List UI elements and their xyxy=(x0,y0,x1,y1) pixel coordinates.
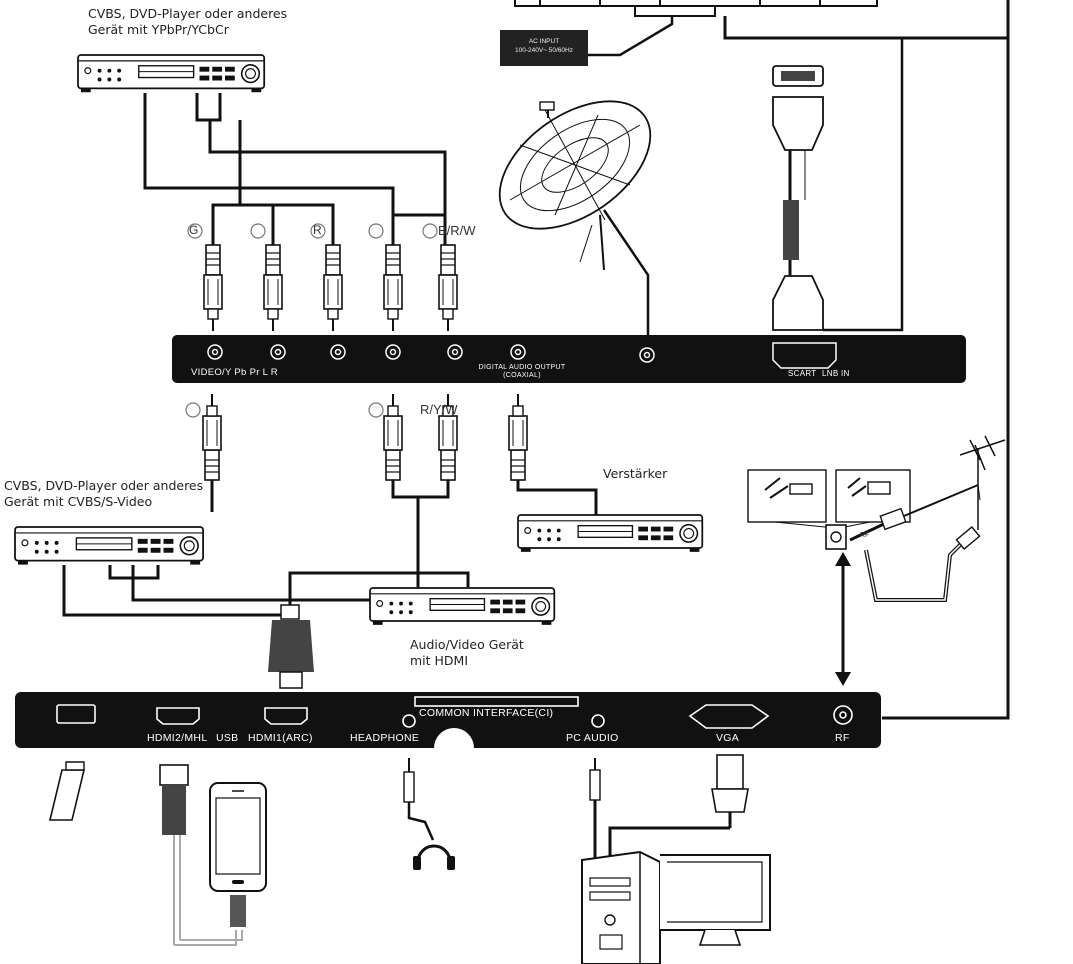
rca-plug-coaxial-icon xyxy=(508,393,528,481)
top-ports-label: VIDEO/Y Pb Pr L R xyxy=(191,367,278,378)
mark-g: G xyxy=(189,223,199,237)
digital-audio-label: DIGITAL AUDIO OUTPUT (COAXIAL) xyxy=(478,364,566,379)
tv-bottom xyxy=(514,0,878,17)
rca-plug-video-icon xyxy=(202,393,222,481)
pc-audio-jack-icon xyxy=(589,758,601,858)
vga-label: VGA xyxy=(716,732,740,744)
mhl-cable-icon xyxy=(159,764,246,946)
lnb-in-label: LNB IN xyxy=(822,369,850,378)
bottom-connector-panel xyxy=(15,692,881,748)
rca-plug-audio-icon xyxy=(438,244,458,332)
dvd-player-ypbpr-icon xyxy=(77,54,266,94)
top-connector-panel xyxy=(172,335,966,383)
amplifier-label: Verstärker xyxy=(603,466,668,481)
scart-label: SCART xyxy=(788,369,817,378)
vga-plug-icon xyxy=(711,754,749,828)
headphone-label: HEADPHONE xyxy=(350,732,420,744)
computer-icon xyxy=(581,850,771,964)
mark-r-y-w: R/Y/W xyxy=(420,402,458,417)
rf-small-label: RF xyxy=(860,532,870,539)
usb-label: USB xyxy=(216,732,239,744)
rca-plug-left-icon xyxy=(383,393,403,481)
dvd-ypbpr-label: CVBS, DVD-Player oder anderes Gerät mit … xyxy=(88,6,288,37)
hdmi2-mhl-label: HDMI2/MHL xyxy=(147,732,208,744)
common-interface-label: COMMON INTERFACE(CI) xyxy=(419,707,554,719)
hdmi-plug-icon xyxy=(268,595,314,689)
rca-plug-green-icon xyxy=(203,244,223,332)
scart-cable-icon xyxy=(772,65,824,331)
rca-plug-blue-icon xyxy=(263,244,283,332)
headphones-icon xyxy=(403,758,455,870)
usb-stick-icon xyxy=(48,761,86,821)
ac-input-label: AC INPUT 100-240V~ 50/60Hz xyxy=(500,30,588,66)
smartphone-icon xyxy=(209,782,267,892)
dvd-cvbs-label: CVBS, DVD-Player oder anderes Gerät mit … xyxy=(4,478,204,509)
mark-r: R xyxy=(313,223,322,237)
av-device-hdmi-icon xyxy=(369,587,556,626)
rca-plug-red-icon xyxy=(323,244,343,332)
rf-label: RF xyxy=(835,732,850,744)
dvd-player-cvbs-icon xyxy=(14,526,204,566)
rca-plug-white-icon xyxy=(383,244,403,332)
mark-b-r-w: B/R/W xyxy=(438,223,476,238)
amplifier-icon xyxy=(517,514,704,553)
satellite-dish-icon xyxy=(498,100,652,271)
av-hdmi-label: Audio/Video Gerät mit HDMI xyxy=(410,637,524,668)
pc-audio-label: PC AUDIO xyxy=(566,732,619,744)
antenna-rf-assembly-icon xyxy=(747,435,1006,602)
hdmi1-arc-label: HDMI1(ARC) xyxy=(248,732,313,744)
